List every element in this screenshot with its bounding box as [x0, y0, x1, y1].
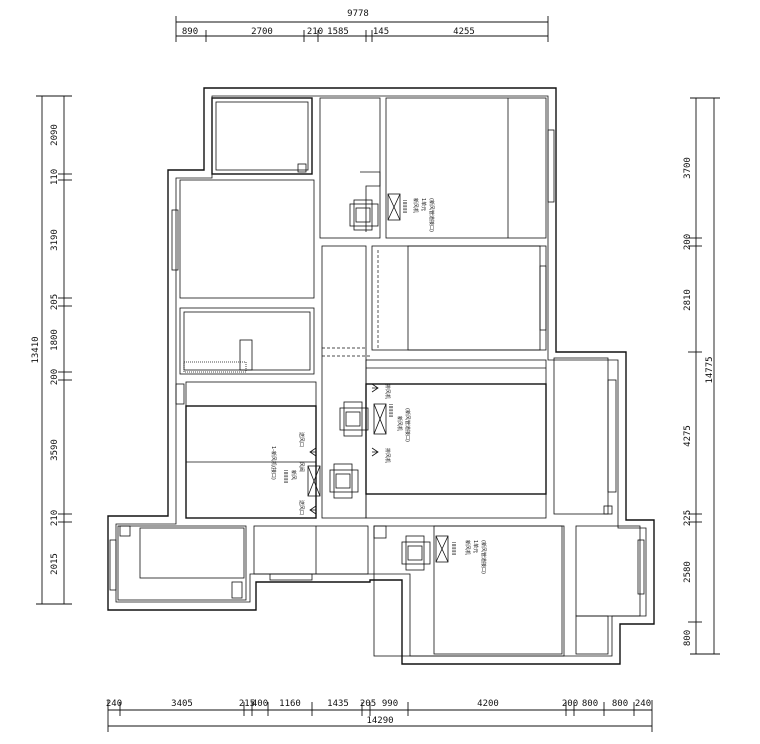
right-dimension: 4275 — [683, 425, 693, 447]
bottom-dimension: 800 — [612, 699, 628, 709]
bottom-dimension: 800 — [582, 699, 598, 709]
room-top-middle — [319, 97, 381, 239]
bottom-dimension: 215 — [239, 699, 255, 709]
left-total-dimension: 13410 — [31, 336, 41, 363]
ventilation-unit-2: 排风机 排风机 IIIIIIIII 新风机 (新风管道接口) — [339, 383, 411, 463]
vent-label: 排风机 — [384, 448, 391, 463]
top-dimension: 2700 — [251, 27, 273, 37]
ventilation-unit-3: 1-新风机(接口) 新风 风阀 IIIIIIIII 送风口 送风口 — [270, 432, 359, 515]
unit-label: 1单元 — [472, 540, 479, 553]
left-dimension: 2090 — [50, 124, 60, 146]
ventilation-unit-1: IIIIIIIII 新风机 1单元 (新风管道接口) — [349, 193, 435, 232]
bottom-dimension: 240 — [106, 699, 122, 709]
left-dimension: 2015 — [50, 553, 60, 575]
vent-label: 排风机 — [384, 384, 391, 399]
bottom-total-dimension: 14290 — [366, 716, 393, 726]
top-dimension: 145 — [373, 27, 389, 37]
room-central-corridor — [321, 245, 367, 519]
duct-grille: IIIIIIIII — [282, 470, 288, 483]
left-dimension: 205 — [50, 294, 60, 310]
room-top-right — [385, 97, 547, 239]
vent-label: 送风口 — [298, 500, 305, 515]
inner-wall — [115, 95, 647, 657]
duct-grille: IIIIIIIII — [387, 404, 393, 417]
room-left-kitchen — [179, 307, 315, 375]
top-total-dimension: 9778 — [347, 9, 369, 19]
room-bottom-left — [117, 525, 247, 601]
bottom-dimension: 1160 — [279, 699, 301, 709]
right-dimension: 3700 — [683, 157, 693, 179]
bottom-dimension: 3405 — [171, 699, 193, 709]
unit-label: 新风机 — [396, 416, 403, 431]
unit-label: (新风管道接口) — [428, 198, 435, 232]
ventilation-unit-4: IIIIIIIII 新风机 1单元 (新风管道接口) — [401, 535, 487, 574]
room-right-middle — [371, 245, 547, 351]
left-dimension: 3190 — [50, 229, 60, 251]
room-bottom-middle — [253, 525, 369, 575]
right-dimension: 2580 — [683, 561, 693, 583]
bottom-dimension-chain: 240 3405 215 400 1160 1435 205 990 4200 … — [106, 699, 653, 732]
left-dimension-chain: 13410 2090 110 3190 205 1800 200 3590 21… — [31, 95, 72, 605]
right-dimension: 2810 — [683, 289, 693, 311]
bottom-dimension: 205 — [360, 699, 376, 709]
room-top-left — [211, 97, 313, 175]
top-dimension-chain: 9778 890 2700 210 1585 145 4255 — [175, 9, 549, 42]
unit-label: (新风管道接口) — [404, 408, 411, 442]
bottom-dimension: 4200 — [477, 699, 499, 709]
bottom-dimension: 200 — [562, 699, 578, 709]
unit-label: (新风管道接口) — [480, 540, 487, 574]
right-dimension-chain: 14775 3700 200 2810 4275 225 2580 800 — [683, 97, 720, 655]
left-dimension: 3590 — [50, 439, 60, 461]
right-dimension: 800 — [683, 630, 693, 646]
room-right-strip — [553, 357, 609, 515]
left-dimension: 1800 — [50, 329, 60, 351]
unit-label: 新风机 — [464, 540, 471, 555]
room-living-left — [185, 381, 317, 519]
room-left-bedroom — [179, 179, 315, 299]
unit-label: 风阀 — [298, 462, 305, 472]
unit-label: 新风 — [290, 470, 297, 480]
vent-label: 送风口 — [298, 432, 305, 447]
outer-wall — [107, 87, 655, 665]
right-total-dimension: 14775 — [705, 356, 715, 383]
bottom-dimension: 990 — [382, 699, 398, 709]
top-dimension: 1585 — [327, 27, 349, 37]
left-dimension: 200 — [50, 369, 60, 385]
right-dimension: 200 — [683, 234, 693, 250]
top-dimension: 890 — [182, 27, 198, 37]
left-dimension: 210 — [50, 510, 60, 526]
unit-label: 1-新风机(接口) — [270, 446, 277, 480]
right-dimension: 225 — [683, 510, 693, 526]
top-dimension: 210 — [307, 27, 323, 37]
bottom-dimension: 400 — [252, 699, 268, 709]
left-dimension: 110 — [50, 169, 60, 185]
unit-label: 新风机 — [412, 198, 419, 213]
bottom-dimension: 240 — [635, 699, 651, 709]
top-dimension: 4255 — [453, 27, 475, 37]
bottom-dimension: 1435 — [327, 699, 349, 709]
unit-label: 1单元 — [420, 198, 427, 211]
room-bottom-far-right — [575, 525, 641, 617]
duct-grille: IIIIIIIII — [401, 200, 407, 213]
duct-grille: IIIIIIIII — [450, 542, 456, 555]
